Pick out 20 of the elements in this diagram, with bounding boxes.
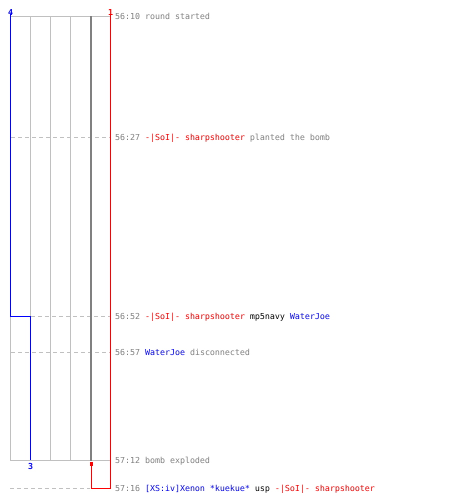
- player-name: [XS:iv]Xenon *kuekue*: [144, 484, 250, 492]
- timestamp: 56:57: [115, 348, 140, 356]
- timestamp: 57:12: [115, 456, 140, 464]
- timestamp: 56:10: [115, 12, 140, 20]
- player-name: WaterJoe: [290, 312, 330, 320]
- timestamp: 56:52: [115, 312, 140, 320]
- timestamp: 57:16: [115, 484, 140, 492]
- weapon-name: mp5navy: [250, 312, 285, 320]
- timestamp: 56:27: [115, 132, 140, 142]
- player-name: -|SoI|- sharpshooter: [144, 132, 245, 142]
- weapon-name: usp: [254, 484, 270, 492]
- event-text: planted the bomb: [250, 132, 330, 142]
- event-text: disconnected: [190, 348, 250, 356]
- event-text: bomb exploded: [144, 456, 210, 464]
- event-text: round started: [144, 12, 210, 20]
- player-name: WaterJoe: [144, 348, 185, 356]
- player-count: 3: [28, 462, 33, 470]
- player-name: -|SoI|- sharpshooter: [144, 312, 245, 320]
- player-name: -|SoI|- sharpshooter: [274, 484, 375, 492]
- player-count: 4: [8, 8, 13, 16]
